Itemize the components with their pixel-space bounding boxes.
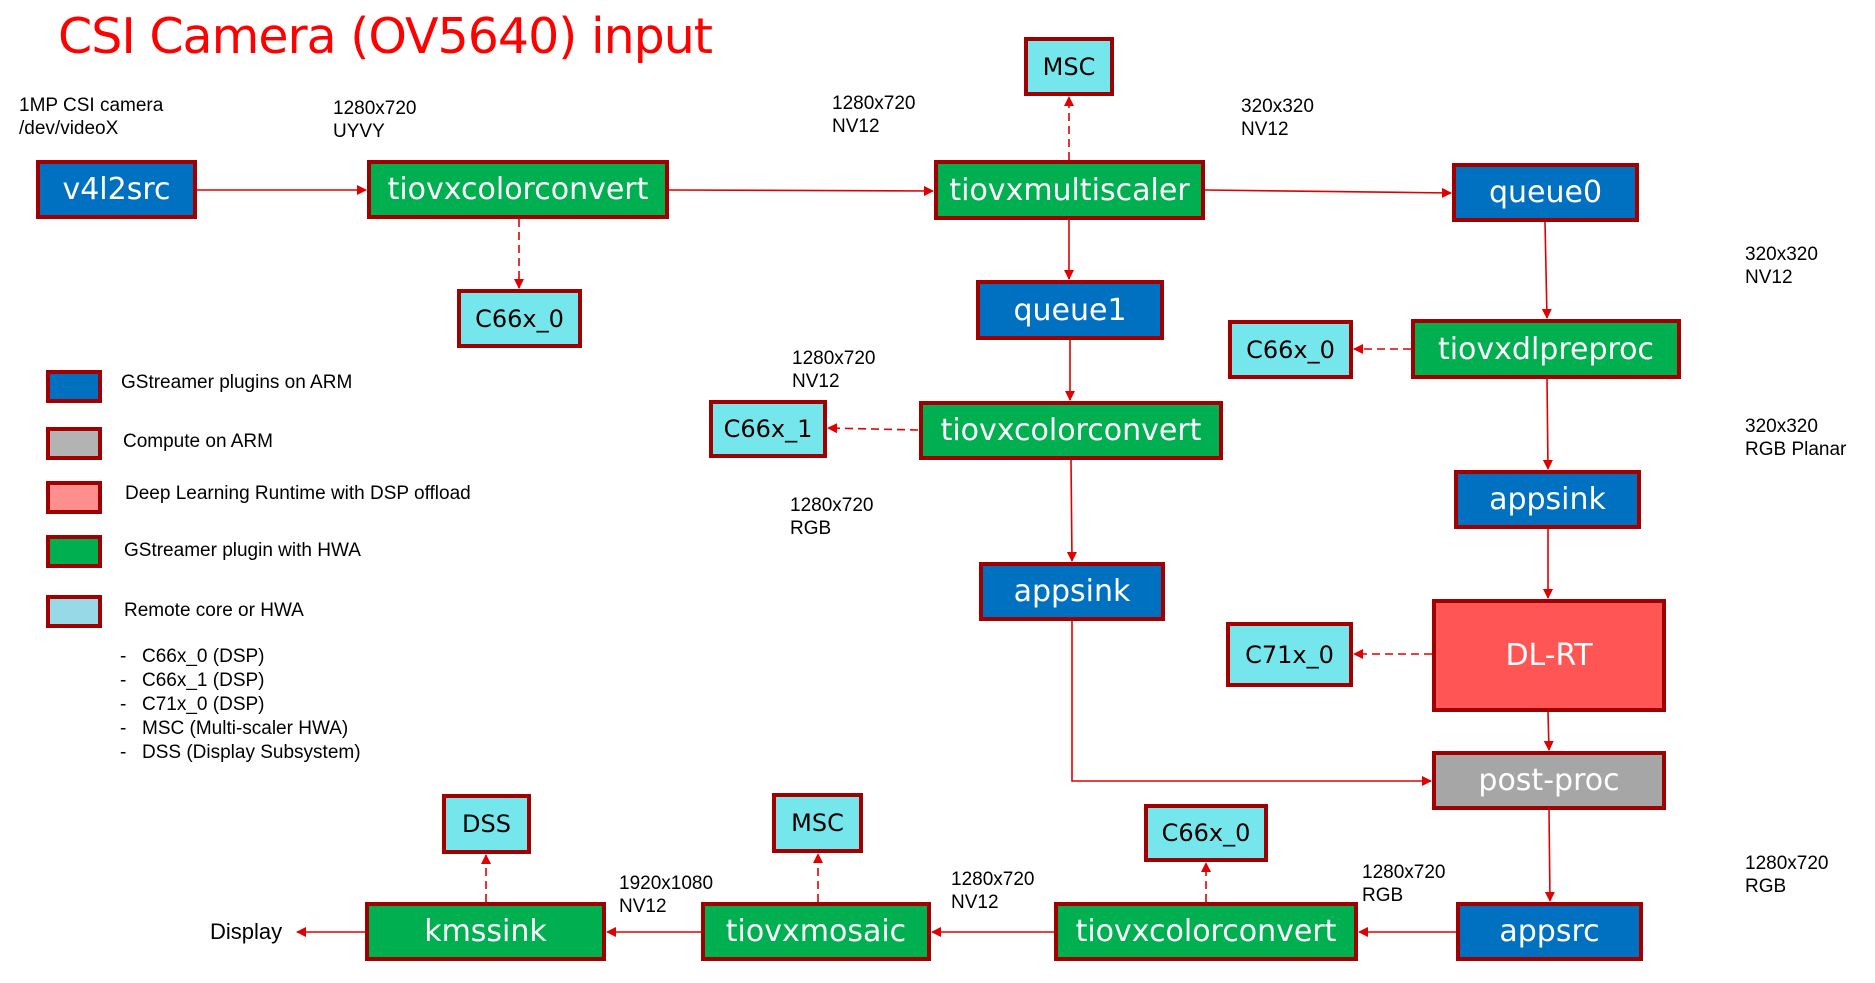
label-pixel-format: NV12 [619,896,667,917]
node-c66x0-a[interactable]: C66x_0 [457,289,582,348]
node-colorconvert-2[interactable]: tiovxcolorconvert [919,401,1223,460]
legend-swatch-dl-runtime [46,481,102,514]
node-c66x1[interactable]: C66x_1 [709,400,827,458]
legend-label-remote-core: Remote core or HWA [124,600,304,621]
node-queue1[interactable]: queue1 [976,280,1164,340]
legend-label-compute-arm: Compute on ARM [123,431,273,452]
node-colorconvert-3[interactable]: tiovxcolorconvert [1054,902,1358,961]
arrow-dlpreproc-to-appsink [1542,378,1553,470]
legend-swatch-remote-core [46,595,102,628]
label-pixel-format: RGB [790,518,832,539]
label-cc2-input-format: 1280x720 NV12 [792,347,875,393]
arrow-queue0-to-dlpreproc [1541,221,1552,319]
node-multiscaler[interactable]: tiovxmultiscaler [934,160,1205,220]
diagram-title: CSI Camera (OV5640) input [58,8,713,65]
node-colorconvert-1[interactable]: tiovxcolorconvert [367,160,669,219]
legend-label-hwa-plugin: GStreamer plugin with HWA [124,540,361,561]
arrow-postproc-to-appsrc [1544,809,1555,902]
label-resolution: 320x320 [1745,416,1818,437]
node-dlpreproc[interactable]: tiovxdlpreproc [1411,319,1681,379]
label-resolution: 1280x720 [1745,853,1829,874]
legend-core-item: C66x_1 (DSP) [120,669,361,693]
label-kmssink-input-format: 1920x1080 NV12 [619,872,713,918]
label-mosaic-input-format: 1280x720 NV12 [951,868,1034,914]
legend-label-arm-plugin: GStreamer plugins on ARM [121,372,353,393]
label-preproc-input-format: 320x320 NV12 [1745,243,1818,289]
label-resolution: 1280x720 [792,348,876,369]
label-camera: 1MP CSI camera /dev/videoX [19,94,163,140]
label-resolution: 1280x720 [1362,862,1446,883]
label-cc3-input-format: 1280x720 RGB [1362,861,1445,907]
arrow-colorconvert2-to-appsink [1066,459,1077,562]
label-resolution: 1920x1080 [619,873,714,894]
node-queue0[interactable]: queue0 [1452,163,1639,222]
node-v4l2src[interactable]: v4l2src [36,160,197,219]
node-postproc[interactable]: post-proc [1432,751,1666,810]
label-pixel-format: NV12 [951,892,999,913]
label-resolution: 320x320 [1745,244,1818,265]
legend-core-item: C66x_0 (DSP) [120,645,361,669]
label-appsrc-output-format: 1280x720 RGB [1745,852,1828,898]
node-appsink-right[interactable]: appsink [1454,470,1641,529]
node-dlrt[interactable]: DL-RT [1432,599,1666,712]
node-kmssink[interactable]: kmssink [365,902,606,961]
label-resolution: 320x320 [1241,96,1314,117]
node-c71x0[interactable]: C71x_0 [1226,622,1353,687]
label-camera-line1: 1MP CSI camera [19,95,164,116]
label-pixel-format: NV12 [832,116,880,137]
legend-swatch-compute-arm [46,427,102,460]
node-mosaic[interactable]: tiovxmosaic [701,902,931,961]
label-cc1-input-format: 1280x720 UYVY [333,97,416,143]
arrow-multiscaler-to-queue0 [1204,187,1452,198]
legend-core-item: C71x_0 (DSP) [120,693,361,717]
label-pixel-format: RGB Planar [1745,439,1847,460]
legend-core-list: C66x_0 (DSP) C66x_1 (DSP) C71x_0 (DSP) M… [120,645,361,765]
label-pixel-format: NV12 [792,371,840,392]
label-cc2-output-format: 1280x720 RGB [790,494,873,540]
label-pixel-format: NV12 [1241,119,1289,140]
node-appsrc[interactable]: appsrc [1456,902,1643,961]
arrow-appsink-to-postproc [1071,621,1432,786]
label-resolution: 1280x720 [333,98,417,119]
legend-label-dl-runtime: Deep Learning Runtime with DSP offload [125,483,471,504]
label-pixel-format: NV12 [1745,267,1793,288]
node-msc-top[interactable]: MSC [1024,37,1114,96]
label-resolution: 1280x720 [790,495,874,516]
legend-swatch-arm-plugin [46,370,102,403]
legend-swatch-hwa-plugin [46,535,102,568]
label-resolution: 1280x720 [832,93,916,114]
node-msc-bottom[interactable]: MSC [772,793,863,853]
arrow-colorconvert1-to-multiscaler [668,185,934,196]
node-c66x0-c[interactable]: C66x_0 [1144,804,1268,862]
label-pixel-format: UYVY [333,121,385,142]
arrow-dlrt-to-postproc [1543,711,1554,751]
label-pixel-format: RGB [1362,885,1404,906]
label-resolution: 1280x720 [951,869,1035,890]
node-c66x0-b[interactable]: C66x_0 [1228,320,1353,379]
dashed-colorconvert2-to-c66x1 [827,423,919,434]
label-ms-input-format: 1280x720 NV12 [832,92,915,138]
display-output-label: Display [210,919,283,944]
node-appsink-mid[interactable]: appsink [979,562,1165,621]
legend-core-item: MSC (Multi-scaler HWA) [120,717,361,741]
label-camera-line2: /dev/videoX [19,118,119,139]
legend-core-item: DSS (Display Subsystem) [120,741,361,765]
label-preproc-output-format: 320x320 RGB Planar [1745,415,1846,461]
node-dss[interactable]: DSS [442,794,531,854]
label-pixel-format: RGB [1745,876,1787,897]
label-ms-output-format: 320x320 NV12 [1241,95,1314,141]
